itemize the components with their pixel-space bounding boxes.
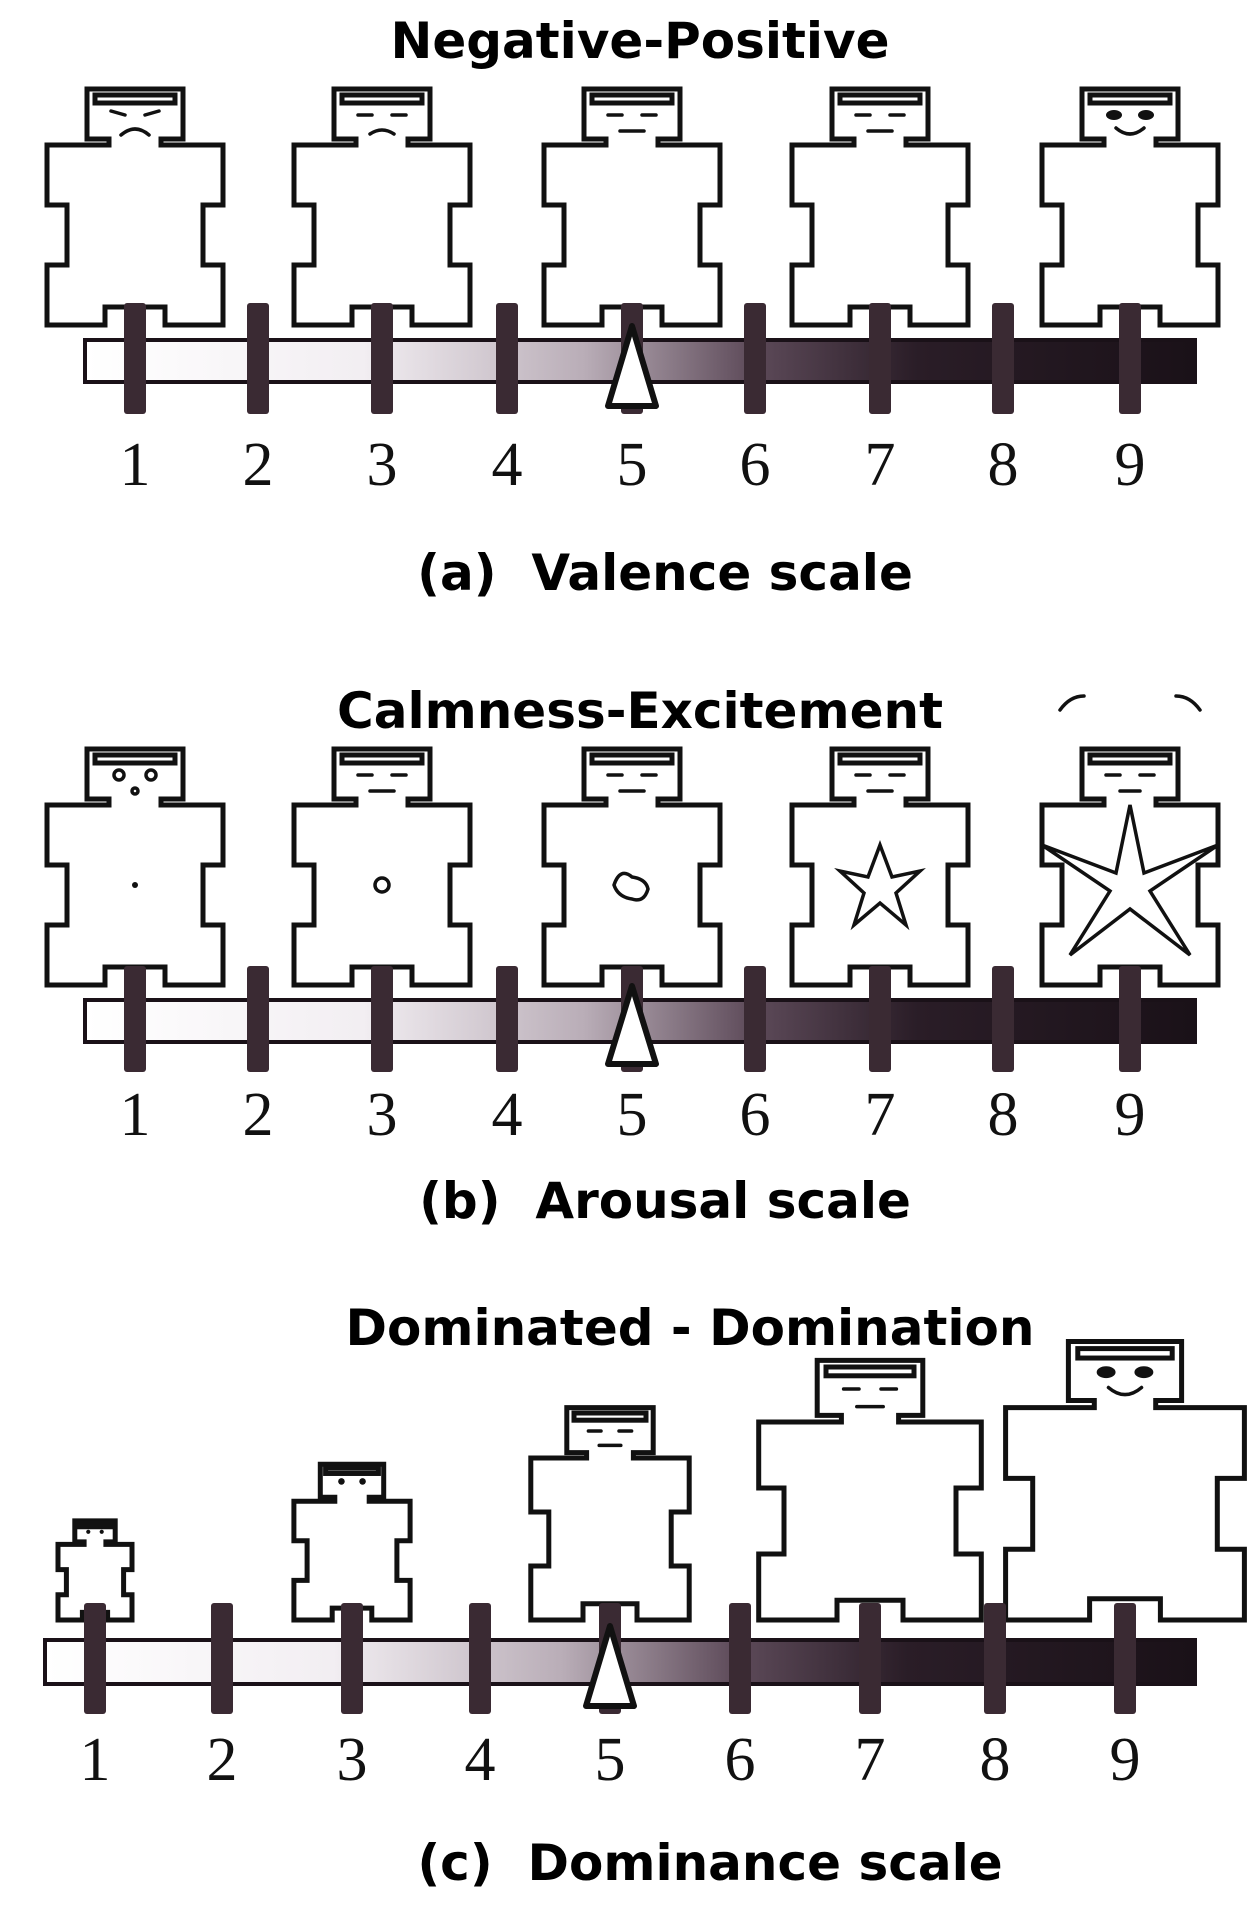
- tick-label: 8: [980, 1726, 1011, 1794]
- scale-tick: [992, 303, 1014, 414]
- scale-tick: [984, 1603, 1006, 1714]
- scale-tick: [859, 1603, 881, 1714]
- sam-figure-smiling-face: [1039, 86, 1221, 328]
- dominance-ticks: [84, 1603, 1136, 1714]
- tick-label: 5: [617, 431, 648, 499]
- tick-label: 1: [120, 431, 151, 499]
- sam-figure-calm: [291, 746, 473, 988]
- sam-figure-sleepy-calm: [44, 746, 226, 988]
- valence-title: Negative-Positive: [390, 12, 889, 70]
- valence-caption: (a) Valence scale: [417, 544, 913, 602]
- tick-label: 2: [207, 1726, 238, 1794]
- arousal-ticks: [124, 966, 1141, 1072]
- scale-tick: [869, 966, 891, 1072]
- tick-label: 2: [243, 431, 274, 499]
- tick-label: 3: [367, 431, 398, 499]
- dominance-tick-labels: 1 2 3 4 5 6 7 8 9: [80, 1726, 1141, 1794]
- midpoint-marker: [583, 1623, 637, 1709]
- tick-label: 7: [855, 1726, 886, 1794]
- scale-tick: [124, 303, 146, 414]
- dominance-title: Dominated - Domination: [345, 1299, 1034, 1357]
- scale-tick: [247, 966, 269, 1072]
- scale-tick: [371, 966, 393, 1072]
- tick-label: 1: [80, 1726, 111, 1794]
- valence-scale-panel: Negative-Positive 1 2 3 4 5 6 7 8 9 (a) Valence …: [44, 12, 1221, 602]
- sam-figure-small-figure: [291, 1461, 413, 1623]
- tick-label: 6: [725, 1726, 756, 1794]
- dominance-caption: (c) Dominance scale: [417, 1834, 1002, 1892]
- valence-figures: [44, 86, 1221, 328]
- sam-figure-mild-excitement: [541, 746, 723, 988]
- dominance-figures: [55, 1339, 1247, 1623]
- sam-figure-content-face: [789, 86, 971, 328]
- sam-figure-frowning-face: [44, 86, 226, 328]
- sam-figure-neutral-face: [541, 86, 723, 328]
- tick-label: 4: [492, 431, 523, 499]
- arousal-scale-panel: Calmness-Excitement 1 2 3 4 5 6 7 8 9 (b) Arousa…: [44, 682, 1221, 1230]
- scale-tick: [729, 1603, 751, 1714]
- tick-label: 8: [988, 431, 1019, 499]
- sam-figure-excited: [789, 746, 971, 988]
- dominance-scale-panel: Dominated - Domination 1 2 3 4 5 6 7 8 9 (c) Dom…: [43, 1299, 1247, 1892]
- tick-label: 6: [740, 431, 771, 499]
- arousal-figures: [44, 694, 1221, 988]
- scale-tick: [1119, 966, 1141, 1072]
- tick-label: 7: [865, 1081, 896, 1149]
- scale-tick: [744, 966, 766, 1072]
- scale-tick: [496, 303, 518, 414]
- tick-label: 7: [865, 431, 896, 499]
- tick-label: 6: [740, 1081, 771, 1149]
- tick-label: 4: [465, 1726, 496, 1794]
- valence-ticks: [124, 303, 1141, 414]
- sam-figure-very-excited: [1039, 694, 1221, 988]
- tick-label: 5: [595, 1726, 626, 1794]
- tick-label: 3: [337, 1726, 368, 1794]
- scale-tick: [496, 966, 518, 1072]
- tick-label: 4: [492, 1081, 523, 1149]
- scale-tick: [371, 303, 393, 414]
- sam-figure-sad-face: [291, 86, 473, 328]
- tick-label: 9: [1110, 1726, 1141, 1794]
- sam-figure-huge-figure: [1003, 1339, 1247, 1623]
- valence-tick-labels: 1 2 3 4 5 6 7 8 9: [120, 431, 1146, 499]
- scale-tick: [247, 303, 269, 414]
- midpoint-marker: [605, 983, 659, 1067]
- midpoint-marker: [605, 323, 659, 409]
- tick-label: 5: [617, 1081, 648, 1149]
- scale-tick: [1119, 303, 1141, 414]
- scale-tick: [211, 1603, 233, 1714]
- scale-tick: [84, 1603, 106, 1714]
- tick-label: 9: [1115, 1081, 1146, 1149]
- scale-tick: [744, 303, 766, 414]
- arousal-title: Calmness-Excitement: [337, 682, 943, 740]
- sam-figure-medium-figure: [528, 1405, 692, 1623]
- scale-tick: [1114, 1603, 1136, 1714]
- arousal-tick-labels: 1 2 3 4 5 6 7 8 9: [120, 1081, 1146, 1149]
- tick-label: 3: [367, 1081, 398, 1149]
- tick-label: 2: [243, 1081, 274, 1149]
- tick-label: 1: [120, 1081, 151, 1149]
- tick-label: 8: [988, 1081, 1019, 1149]
- scale-tick: [869, 303, 891, 414]
- scale-tick: [124, 966, 146, 1072]
- tick-label: 9: [1115, 431, 1146, 499]
- sam-figure-tiny-figure: [55, 1518, 135, 1623]
- scale-tick: [992, 966, 1014, 1072]
- sam-figure-large-figure: [756, 1357, 984, 1623]
- arousal-caption: (b) Arousal scale: [419, 1172, 911, 1230]
- scale-tick: [341, 1603, 363, 1714]
- scale-tick: [469, 1603, 491, 1714]
